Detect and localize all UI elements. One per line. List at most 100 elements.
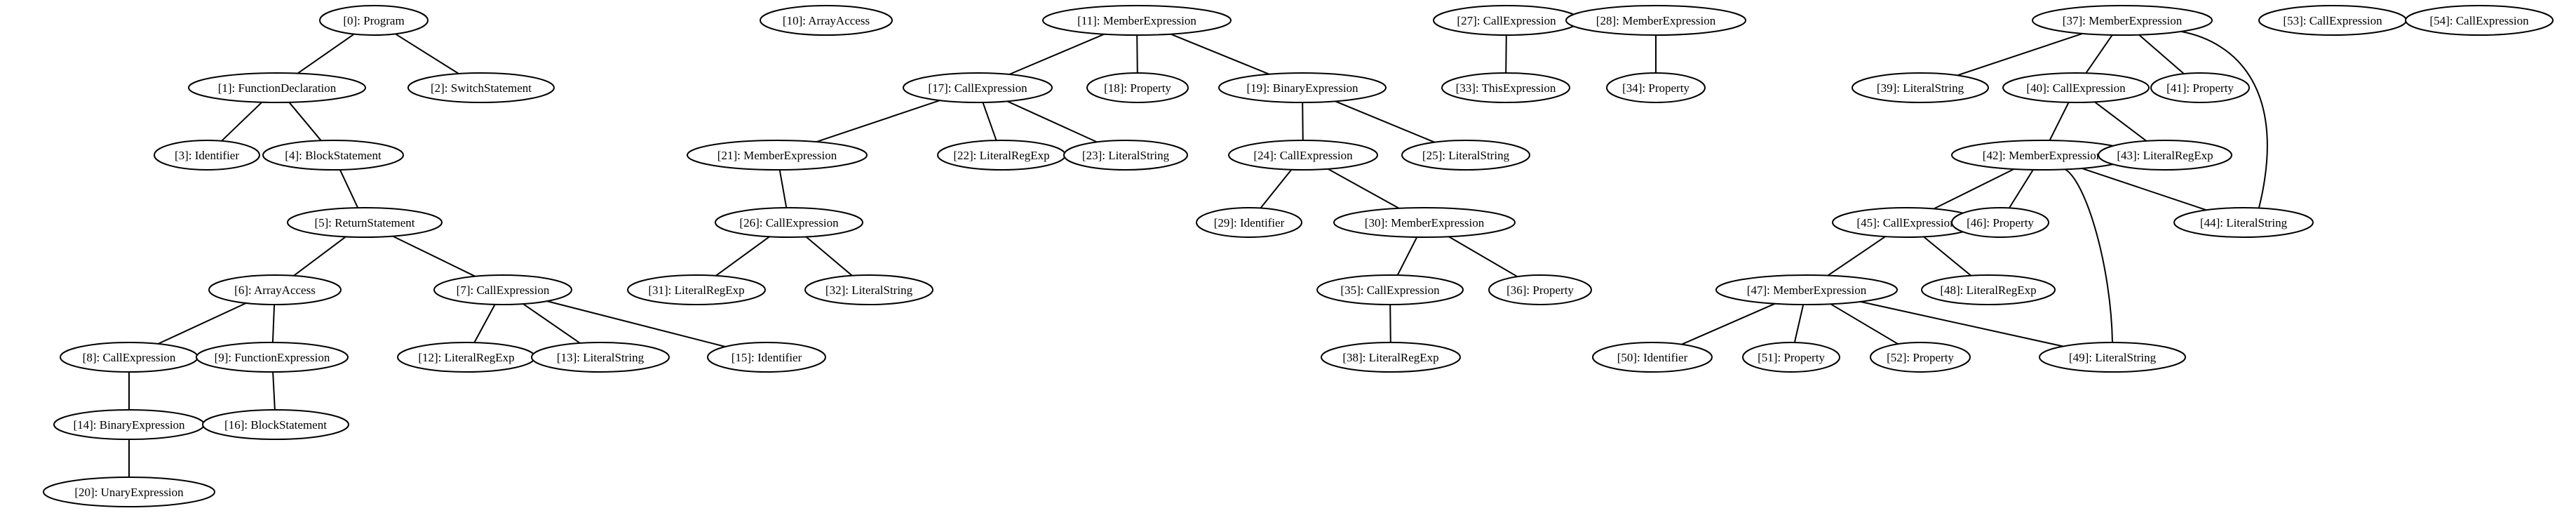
node-30: [30]: MemberExpression: [1333, 207, 1516, 238]
edge-30-36: [1448, 236, 1518, 278]
node-ellipse: [202, 409, 349, 440]
node-27: [27]: CallExpression: [1433, 5, 1580, 36]
node-label: [1]: FunctionDeclaration: [218, 81, 337, 95]
node-1: [1]: FunctionDeclaration: [188, 72, 366, 103]
node-ellipse: [2098, 140, 2232, 171]
edge-line: [982, 102, 997, 141]
node-2: [2]: SwitchStatement: [407, 72, 555, 103]
node-ellipse: [2039, 342, 2186, 373]
edge-47-51: [1793, 304, 1805, 343]
edge-19-25: [1335, 100, 1435, 143]
edge-line: [1933, 168, 2015, 210]
edge-0-1: [297, 33, 355, 74]
node-label: [37]: MemberExpression: [2063, 14, 2183, 27]
node-3: [3]: Identifier: [154, 140, 260, 171]
edge-11-18: [1136, 34, 1138, 74]
node-12: [12]: LiteralRegExp: [397, 342, 536, 373]
node-23: [23]: LiteralString: [1063, 140, 1188, 171]
edge-line: [2085, 34, 2113, 74]
node-ellipse: [2002, 72, 2150, 103]
node-label: [4]: BlockStatement: [285, 149, 382, 162]
node-label: [54]: CallExpression: [2429, 14, 2529, 27]
edge-line: [1260, 169, 1293, 209]
node-13: [13]: LiteralString: [531, 342, 670, 373]
edge-line: [473, 304, 496, 343]
node-ellipse: [407, 72, 555, 103]
edge-line: [1136, 34, 1138, 74]
node-label: [20]: UnaryExpression: [74, 486, 184, 499]
node-label: [45]: CallExpression: [1856, 216, 1956, 229]
edge-21-26: [778, 169, 788, 208]
edge-47-52: [1830, 303, 1899, 345]
edge-line: [778, 169, 788, 208]
edge-24-29: [1260, 169, 1293, 209]
node-label: [7]: CallExpression: [457, 284, 550, 297]
node-label: [49]: LiteralString: [2069, 351, 2157, 364]
edge-37-40: [2085, 34, 2113, 74]
node-label: [18]: Property: [1104, 81, 1171, 95]
node-ellipse: [1592, 342, 1713, 373]
node-label: [0]: Program: [343, 14, 404, 27]
node-51: [51]: Property: [1742, 342, 1840, 373]
edge-line: [2082, 167, 2207, 211]
node-ellipse: [319, 5, 429, 36]
node-ellipse: [1086, 72, 1189, 103]
node-14: [14]: BinaryExpression: [53, 409, 205, 440]
node-ellipse: [1488, 274, 1592, 305]
edge-47-50: [1681, 302, 1776, 345]
edge-0-2: [395, 33, 459, 74]
edge-4-5: [339, 169, 359, 208]
node-5: [5]: ReturnStatement: [287, 207, 443, 238]
node-33: [33]: ThisExpression: [1441, 72, 1570, 103]
node-label: [47]: MemberExpression: [1747, 284, 1867, 297]
edge-40-43: [2094, 101, 2147, 142]
node-ellipse: [2150, 72, 2250, 103]
edge-17-22: [982, 102, 997, 141]
node-19: [19]: BinaryExpression: [1218, 72, 1387, 103]
node-50: [50]: Identifier: [1592, 342, 1713, 373]
node-label: [41]: Property: [2166, 81, 2234, 95]
node-ellipse: [196, 342, 349, 373]
edge-line: [1335, 100, 1435, 143]
edge-line: [1396, 236, 1418, 276]
edge-line: [1923, 236, 1971, 277]
node-ellipse: [154, 140, 260, 171]
node-49: [49]: LiteralString: [2039, 342, 2186, 373]
node-10: [10]: ArrayAccess: [760, 5, 893, 36]
node-39: [39]: LiteralString: [1852, 72, 1989, 103]
edge-line: [272, 371, 276, 411]
edge-45-47: [1827, 236, 1886, 277]
node-label: [28]: MemberExpression: [1596, 14, 1716, 27]
node-ellipse: [760, 5, 893, 36]
node-label: [30]: MemberExpression: [1365, 216, 1485, 229]
node-41: [41]: Property: [2150, 72, 2250, 103]
node-label: [53]: CallExpression: [2283, 14, 2382, 27]
node-53: [53]: CallExpression: [2258, 5, 2407, 36]
node-label: [8]: CallExpression: [83, 351, 176, 364]
edge-1-3: [221, 101, 263, 142]
node-25: [25]: LiteralString: [1401, 140, 1530, 171]
edge-37-44: [2180, 30, 2268, 208]
node-6: [6]: ArrayAccess: [208, 274, 342, 305]
edge-7-12: [473, 304, 496, 343]
edge-42-49: [2065, 168, 2113, 343]
node-label: [52]: Property: [1887, 351, 1954, 364]
node-16: [16]: BlockStatement: [202, 409, 349, 440]
edge-line: [1681, 302, 1776, 345]
node-ellipse: [1742, 342, 1840, 373]
node-label: [38]: LiteralRegExp: [1342, 351, 1438, 364]
node-17: [17]: CallExpression: [903, 72, 1053, 103]
node-ellipse: [1921, 274, 2056, 305]
node-label: [3]: Identifier: [175, 149, 239, 162]
node-ellipse: [627, 274, 766, 305]
node-label: [36]: Property: [1506, 284, 1574, 297]
edge-24-30: [1328, 168, 1400, 209]
node-ellipse: [707, 342, 826, 373]
edge-1-4: [288, 102, 322, 141]
edge-line: [271, 304, 276, 343]
edge-line: [2180, 30, 2268, 208]
node-24: [24]: CallExpression: [1228, 140, 1378, 171]
node-54: [54]: CallExpression: [2405, 5, 2554, 36]
node-48: [48]: LiteralRegExp: [1921, 274, 2056, 305]
